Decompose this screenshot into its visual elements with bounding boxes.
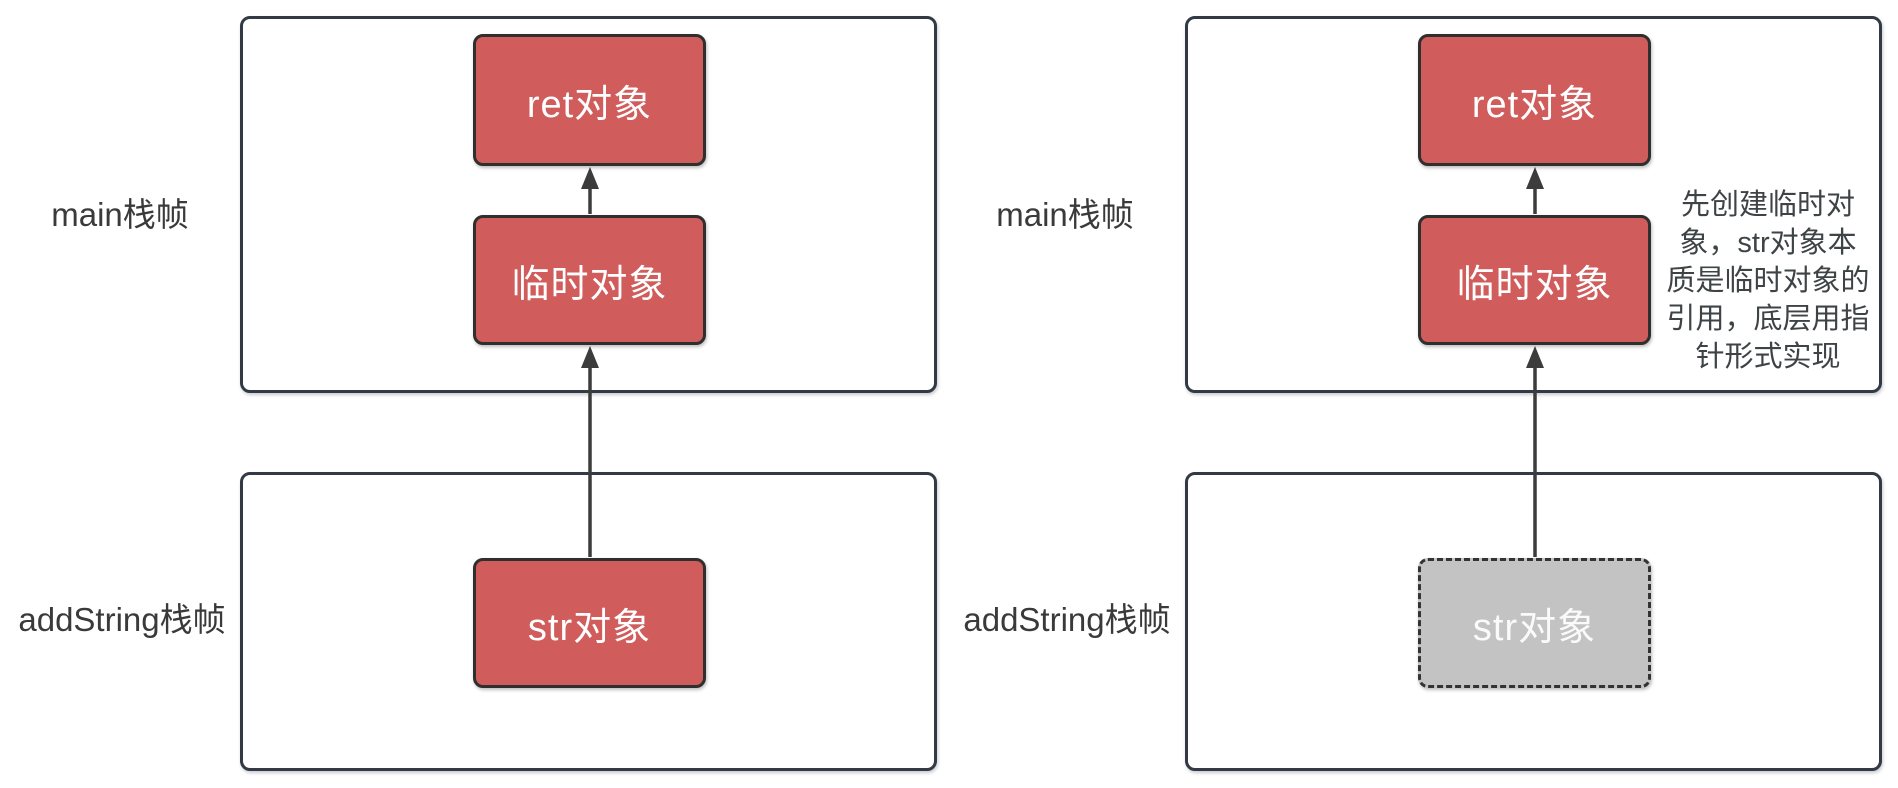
left-addstring-frame-label: addString栈帧 <box>18 601 226 638</box>
annotation-line: 针形式实现 <box>1695 341 1841 373</box>
annotation-line: 质是临时对象的 <box>1666 265 1870 297</box>
left-main-frame-label: main栈帧 <box>51 196 189 233</box>
left-ret-object-box: ret对象 <box>473 34 706 166</box>
right-str-object-box-dashed: str对象 <box>1418 558 1651 688</box>
right-main-frame-label: main栈帧 <box>996 196 1134 233</box>
annotation-line: 先创建临时对 <box>1680 189 1855 221</box>
right-temp-object-box: 临时对象 <box>1418 215 1651 345</box>
right-annotation-text: 先创建临时对 象，str对象本 质是临时对象的 引用，底层用指 针形式实现 <box>1654 186 1882 376</box>
annotation-line: 引用，底层用指 <box>1666 303 1870 335</box>
right-ret-object-box: ret对象 <box>1418 34 1651 166</box>
right-addstring-frame-label: addString栈帧 <box>963 601 1171 638</box>
left-temp-object-box: 临时对象 <box>473 215 706 345</box>
left-str-object-box: str对象 <box>473 558 706 688</box>
annotation-line: 象，str对象本 <box>1679 227 1857 259</box>
